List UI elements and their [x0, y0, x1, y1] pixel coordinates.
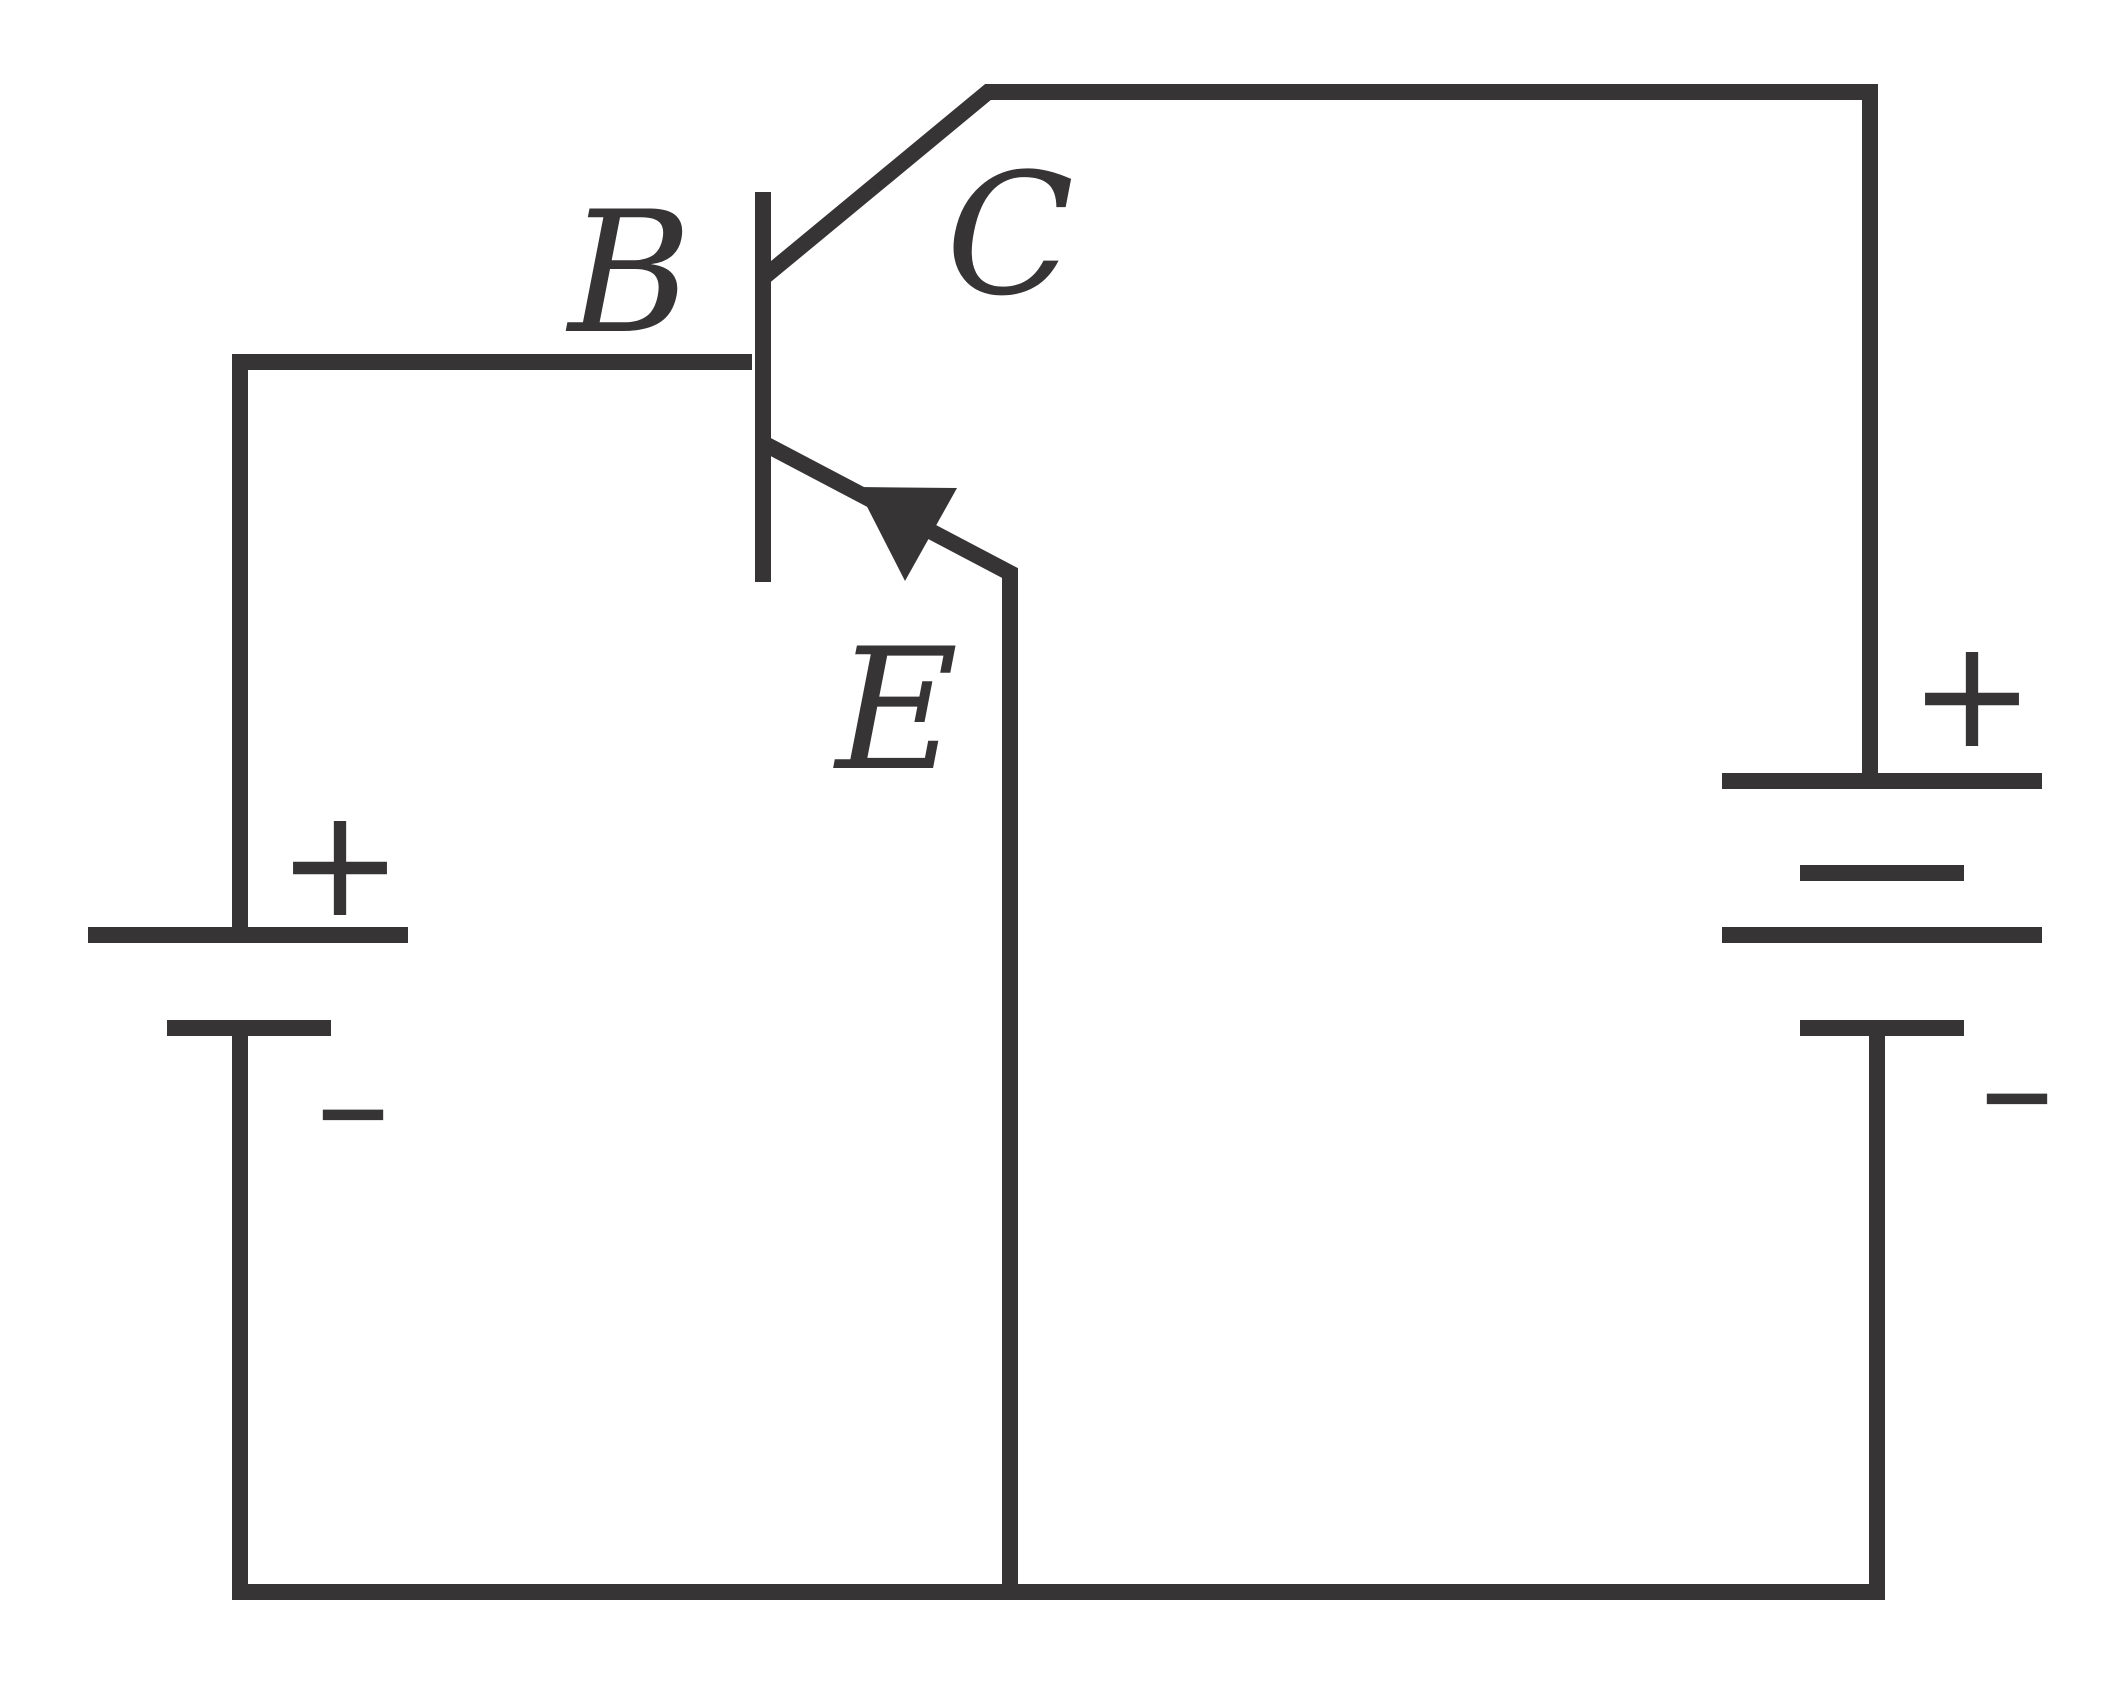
- left-battery-plus-sign: +: [277, 777, 403, 951]
- collector-wire: [757, 84, 1878, 778]
- right-battery-plus-sign: +: [1909, 608, 2035, 782]
- base-wire: [232, 354, 752, 932]
- circuit-ink: + – + – B C E: [88, 84, 2055, 1600]
- collector-label: C: [946, 137, 1075, 333]
- right-battery-minus-sign: –: [1980, 1002, 2055, 1176]
- left-battery-minus-sign: –: [316, 1018, 391, 1192]
- emitter-arrow-icon: [857, 487, 957, 581]
- base-label: B: [565, 175, 691, 371]
- emitter-label: E: [833, 612, 959, 808]
- emitter-wire: [759, 435, 1018, 1592]
- right-battery: + –: [1722, 608, 2055, 1176]
- bottom-wire: [232, 1028, 1885, 1600]
- left-battery: + –: [88, 777, 408, 1192]
